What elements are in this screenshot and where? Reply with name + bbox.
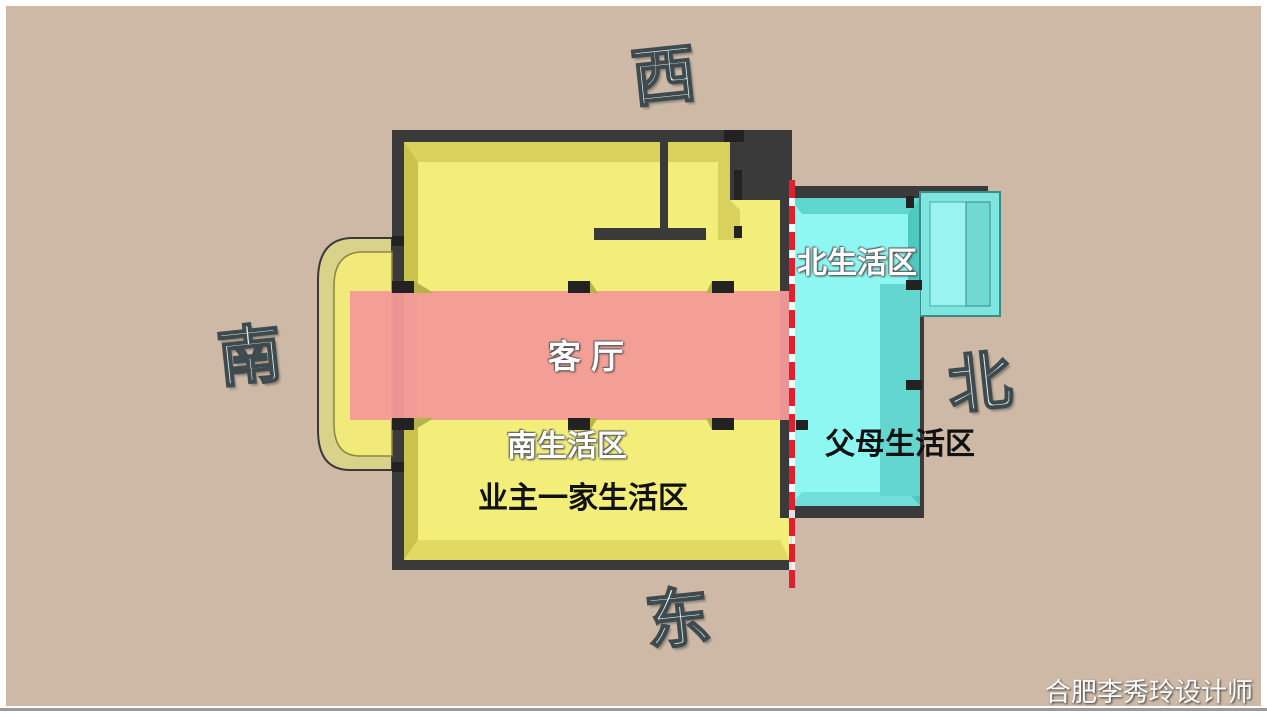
wall-stub <box>734 170 742 200</box>
balcony-rail <box>965 201 991 307</box>
living-room-label: 客厅 <box>548 337 634 376</box>
owner-zone-label: 业主一家生活区 <box>478 481 688 516</box>
parents-zone-label: 父母生活区 <box>825 427 975 462</box>
wall-stub <box>734 226 742 238</box>
wall-stub <box>906 380 922 390</box>
north-inner-wall <box>880 284 920 496</box>
south-bevel-bottom <box>404 540 790 560</box>
north-block <box>780 186 1001 518</box>
wall-stub <box>724 130 744 142</box>
partition-vertical <box>660 142 668 234</box>
south-bevel-right <box>718 142 740 240</box>
direction-south: 南 <box>213 315 286 398</box>
wall-stub <box>906 280 922 290</box>
direction-north: 北 <box>943 342 1016 425</box>
wall-stub <box>796 420 808 430</box>
wall-stub <box>392 462 404 472</box>
direction-west: 西 <box>627 35 700 118</box>
columns <box>392 281 734 430</box>
direction-east: 东 <box>641 578 714 661</box>
south-bevel-top <box>404 142 730 162</box>
partition-horizontal <box>594 228 706 240</box>
north-bevel-top <box>790 198 920 214</box>
wall-stub <box>906 196 914 208</box>
living-band <box>350 291 790 420</box>
frame-bottom <box>0 708 1267 711</box>
watermark: 合肥李秀玲设计师 <box>1044 678 1253 708</box>
south-zone-label: 南生活区 <box>507 429 627 464</box>
wall-stub <box>392 236 404 246</box>
north-zone-label: 北生活区 <box>797 246 917 281</box>
